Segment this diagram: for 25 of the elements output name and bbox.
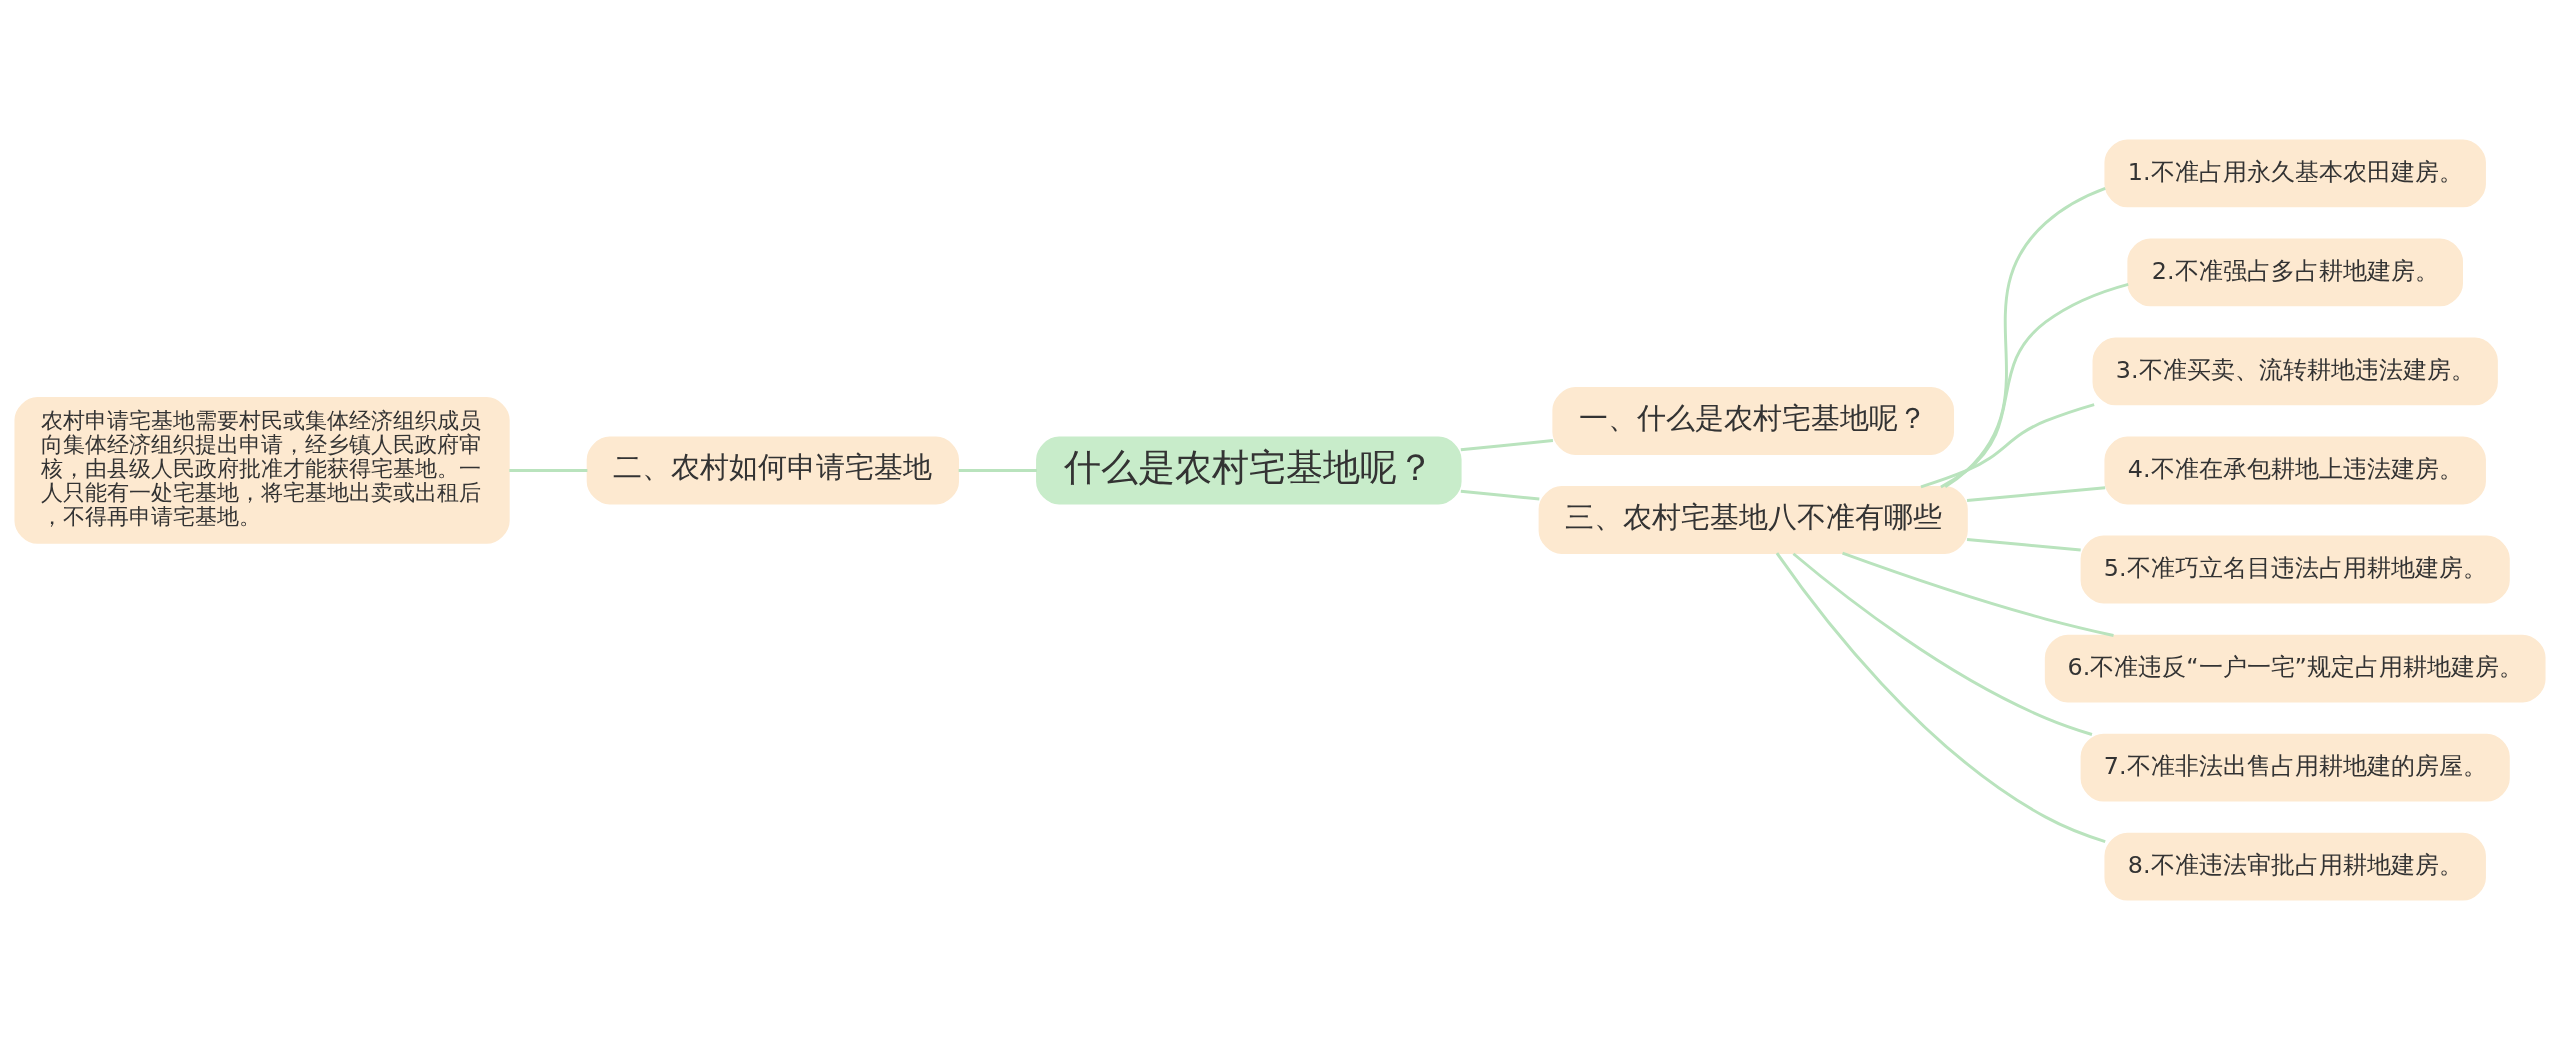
node-box: 三、农村宅基地八不准有哪些	[1538, 485, 1968, 554]
node-box: 一、什么是农村宅基地呢？	[1552, 386, 1955, 455]
node-box: 4.不准在承包耕地上违法建房。	[2104, 436, 2486, 504]
connector	[958, 468, 1037, 472]
connector	[1944, 186, 2106, 488]
connector	[1460, 438, 1554, 451]
node-box: 二、农村如何申请宅基地	[586, 436, 960, 504]
node-box: 什么是农村宅基地呢？	[1036, 436, 1462, 504]
node-box: 3.不准买卖、流转耕地违法建房。	[2092, 337, 2498, 405]
connector	[1966, 485, 2106, 502]
node-box: 7.不准非法出售占用耕地建的房屋。	[2080, 733, 2510, 802]
node-box: 5.不准巧立名目违法占用耕地建房。	[2080, 535, 2510, 603]
connector	[509, 468, 588, 472]
node-box: 1.不准占用永久基本农田建房。	[2104, 138, 2486, 207]
node-box: 8.不准违法审批占用耕地建房。	[2104, 832, 2486, 901]
connector	[1842, 551, 2114, 637]
connector	[1792, 552, 2093, 736]
connector	[1966, 537, 2081, 551]
connector	[1775, 551, 2106, 843]
node-box: 2.不准强占多占耕地建房。	[2127, 237, 2463, 306]
connector	[1940, 282, 2129, 488]
connector	[1920, 402, 2095, 488]
connector	[1460, 489, 1540, 500]
node-box: 农村申请宅基地需要村民或集体经济组织成员向集体经济组织提出申请，经乡镇人民政府审核，由县级人民政府批准才能获得宅基地。一人只能有一处宅基地，将宅基地出卖或出租后，不得再申请宅基地。	[14, 396, 510, 544]
node-box: 6.不准违反“一户一宅”规定占用耕地建房。	[2044, 634, 2546, 702]
